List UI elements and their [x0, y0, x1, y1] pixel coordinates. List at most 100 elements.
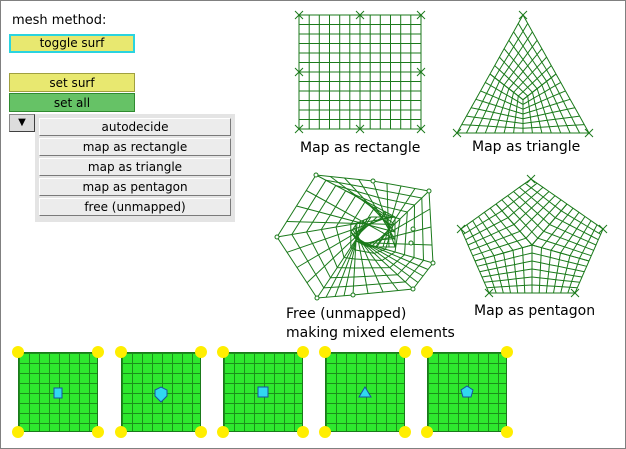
mesh-line	[353, 227, 384, 293]
corner-dot	[92, 346, 104, 358]
mesh-line	[522, 247, 526, 294]
mesh-line	[376, 188, 416, 248]
mesh-line	[467, 224, 515, 246]
mesh-line	[531, 284, 578, 289]
mesh-line	[503, 92, 515, 134]
mesh-line	[489, 14, 524, 75]
mesh-line	[530, 178, 568, 205]
mesh-line	[513, 191, 550, 225]
mesh-line	[363, 226, 432, 245]
mesh-line	[584, 128, 594, 138]
mesh-line	[465, 217, 509, 241]
mesh-line	[588, 228, 604, 262]
mesh-node	[430, 260, 436, 266]
mesh-line	[546, 81, 571, 134]
mesh-line	[276, 216, 396, 238]
mesh-line	[508, 48, 543, 90]
mesh-line	[531, 92, 543, 134]
mesh-line	[522, 73, 557, 101]
mesh-node	[274, 234, 280, 240]
corner-dot	[217, 426, 229, 438]
mesh-line	[360, 242, 433, 246]
mesh-line	[463, 210, 503, 235]
mesh-line	[513, 95, 519, 134]
mesh-line	[334, 219, 365, 297]
corner-dot	[115, 426, 127, 438]
mesh-line	[494, 88, 510, 134]
corner-dot	[115, 346, 127, 358]
mesh-line	[541, 207, 574, 249]
mesh-line	[416, 124, 426, 134]
toggle-surf-button[interactable]: toggle surf	[9, 34, 135, 53]
mesh-line	[541, 84, 562, 134]
mesh-line	[456, 224, 466, 234]
corner-dot	[421, 426, 433, 438]
pentagon-mesh	[456, 174, 608, 298]
mesh-line	[470, 230, 521, 251]
mesh-line	[352, 222, 358, 296]
mesh-node	[408, 240, 414, 246]
mesh-line	[489, 73, 524, 101]
mesh-line	[531, 268, 583, 278]
corner-dot	[217, 346, 229, 358]
mesh-line	[484, 84, 505, 134]
corner-dot	[421, 346, 433, 358]
mesh-line	[522, 81, 561, 105]
mesh-line	[517, 23, 552, 78]
menu-item-map-as-pentagon[interactable]: map as pentagon	[39, 178, 231, 196]
menu-item-map-as-triangle[interactable]: map as triangle	[39, 158, 231, 176]
mesh-line	[531, 260, 585, 273]
mesh-line	[522, 107, 576, 120]
mesh-line	[325, 218, 368, 298]
mesh-line	[531, 244, 590, 262]
menu-item-map-as-rectangle[interactable]: map as rectangle	[39, 138, 231, 156]
set-surf-button[interactable]: set surf	[9, 73, 135, 92]
corner-dot	[195, 346, 207, 358]
mesh-line	[550, 212, 580, 251]
mesh-line	[518, 186, 556, 219]
mesh-line	[527, 95, 533, 134]
caption-mixed-elements: making mixed elements	[286, 325, 455, 341]
triangle-mesh	[452, 10, 594, 138]
tile-square-sticker	[18, 352, 98, 432]
free-mesh	[274, 172, 436, 301]
tile-square	[223, 352, 303, 432]
mesh-node	[426, 188, 432, 194]
mesh-line	[475, 81, 500, 134]
mesh-line	[466, 115, 524, 124]
mesh-line	[494, 23, 529, 78]
mesh-line	[531, 252, 587, 267]
tile-triangle	[325, 352, 405, 432]
corner-dot	[501, 346, 513, 358]
dropdown-arrow-icon[interactable]: ▼	[9, 114, 35, 132]
caption-map-as-rectangle: Map as rectangle	[300, 140, 421, 156]
mesh-line	[355, 124, 365, 134]
corner-dot	[12, 426, 24, 438]
tile-pentagon-heart	[121, 352, 201, 432]
mesh-method-menu: autodecide map as rectangle map as trian…	[35, 114, 235, 222]
mesh-line	[416, 10, 426, 20]
mesh-line	[513, 56, 547, 93]
square-marker-icon	[257, 386, 269, 398]
set-all-button[interactable]: set all	[9, 93, 135, 112]
mesh-node	[410, 286, 416, 292]
mesh-node	[410, 226, 416, 232]
mesh-line	[526, 174, 536, 184]
mesh-line	[294, 67, 304, 77]
mesh-line	[498, 31, 533, 82]
mesh-line	[372, 180, 396, 248]
mesh-line	[470, 107, 524, 120]
menu-item-free-unmapped[interactable]: free (unmapped)	[39, 198, 231, 216]
mesh-line	[480, 90, 524, 110]
mesh-line	[355, 10, 365, 20]
mesh-line	[485, 81, 524, 105]
mesh-node	[313, 172, 319, 178]
mesh-line	[536, 88, 552, 134]
pentagon-marker-icon	[460, 385, 474, 398]
mesh-line	[484, 258, 497, 294]
menu-item-autodecide[interactable]: autodecide	[39, 118, 231, 136]
corner-dot	[319, 426, 331, 438]
mesh-line	[286, 216, 390, 253]
